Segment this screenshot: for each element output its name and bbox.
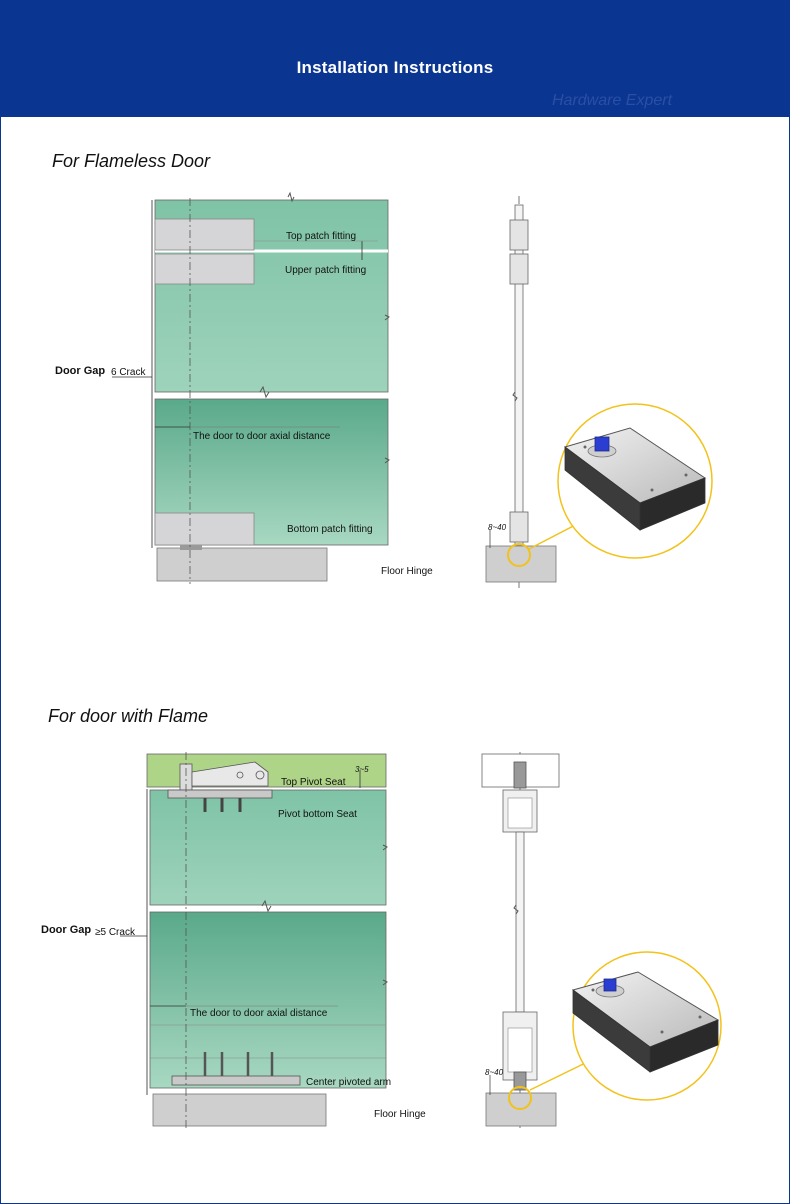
label-door-gap: Door Gap xyxy=(55,365,105,377)
label-floor-hinge: Floor Hinge xyxy=(381,566,433,577)
floor-hinge-product-icon xyxy=(563,427,707,531)
label-gap-range-flame: 8~40 xyxy=(485,1068,504,1077)
section-heading-flame: For door with Flame xyxy=(48,706,209,726)
label-door-gap-flame: Door Gap xyxy=(41,924,91,936)
bottom-patch-fitting xyxy=(154,512,255,546)
spindle-icon xyxy=(594,436,610,452)
label-crack-flame: ≥5 Crack xyxy=(95,927,136,938)
label-top-patch: Top patch fitting xyxy=(286,231,356,242)
label-top-pivot: Top Pivot Seat xyxy=(281,777,346,788)
floor-hinge-product-icon xyxy=(571,971,720,1073)
label-pivot-bottom: Pivot bottom Seat xyxy=(278,809,357,820)
label-gap-range: 8~40 xyxy=(488,523,507,532)
banner-watermark: Hardware Expert xyxy=(552,92,673,109)
upper-patch-fitting xyxy=(154,253,255,285)
label-floor-hinge-flame: Floor Hinge xyxy=(374,1109,426,1120)
label-axial-distance-flame: The door to door axial distance xyxy=(190,1008,328,1019)
page-title: Installation Instructions xyxy=(296,58,494,77)
floor-block xyxy=(156,547,328,582)
section-heading-flameless: For Flameless Door xyxy=(52,151,211,171)
label-center-arm: Center pivoted arm xyxy=(306,1077,391,1088)
label-bottom-patch: Bottom patch fitting xyxy=(287,524,373,535)
label-pivot-range: 3~5 xyxy=(355,765,369,774)
upper-glass-panel-flame xyxy=(149,789,387,906)
flame-front-view xyxy=(120,752,388,1130)
flameless-side-view xyxy=(485,196,713,590)
lower-glass-panel-flame xyxy=(149,911,387,1089)
spindle-icon xyxy=(603,978,617,992)
top-patch-fitting xyxy=(154,218,255,251)
floor-block-flame xyxy=(152,1093,327,1127)
header-banner: Hardware Expert Installation Instruction… xyxy=(0,0,790,117)
label-axial-distance: The door to door axial distance xyxy=(193,431,331,442)
label-upper-patch: Upper patch fitting xyxy=(285,265,366,276)
label-crack: 6 Crack xyxy=(111,367,146,378)
flame-side-view xyxy=(481,752,722,1130)
flameless-front-view xyxy=(112,191,390,584)
